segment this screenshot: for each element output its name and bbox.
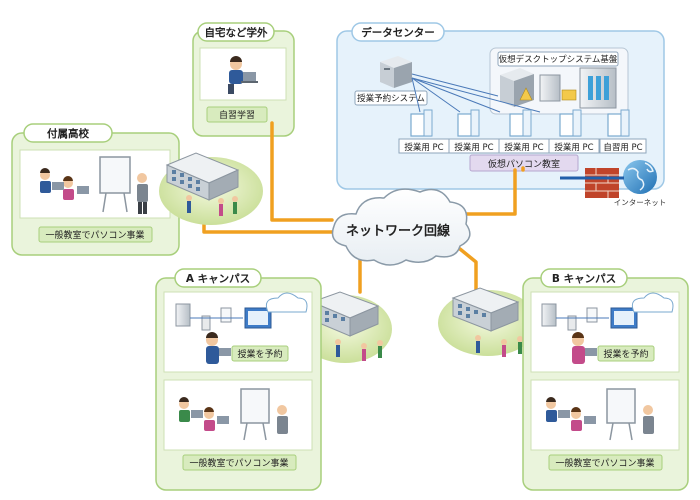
pc-row	[410, 109, 630, 137]
home-panel: 自宅など学外 自習学習	[192, 22, 295, 137]
campus-a-panel: A キャンパス 授業を予約	[155, 268, 322, 491]
globe-icon	[623, 160, 657, 194]
student-laptop-icon	[228, 56, 258, 94]
pc-icon	[559, 109, 582, 137]
classroom-scene-icon	[546, 388, 654, 441]
network-cloud: ネットワーク回線	[331, 188, 471, 266]
firewall-icon	[585, 168, 619, 198]
booking-system-label: 授業予約システム	[357, 93, 425, 104]
affiliated-label: 一般教室でパソコン事業	[45, 229, 144, 241]
storage-array-icon	[579, 67, 617, 109]
pc-label: 授業用 PC	[454, 142, 493, 153]
pc-label: 授業用 PC	[404, 142, 443, 153]
campus-a-classroom-label: 一般教室でパソコン事業	[189, 457, 288, 469]
affiliated-title: 付属高校	[47, 127, 89, 140]
pc-icon	[457, 109, 480, 137]
pc-icon	[509, 109, 532, 137]
home-title: 自宅など学外	[205, 26, 268, 39]
vdi-server-icon	[500, 68, 534, 107]
booking-arrows	[411, 73, 541, 113]
campus-b-panel: B キャンパス 授業を予約	[522, 268, 689, 491]
pc-label: 授業用 PC	[554, 142, 593, 153]
pc-labels: 授業用 PC 授業用 PC 授業用 PC 授業用 PC 自習用 PC	[398, 138, 647, 154]
booking-scene-icon	[175, 292, 308, 364]
datacenter-title: データセンター	[361, 26, 435, 39]
storage-icon	[539, 74, 577, 102]
classroom-scene-icon	[40, 156, 148, 214]
pc-icon	[410, 109, 433, 137]
campus-a-title: A キャンパス	[186, 273, 250, 285]
internet-label: インターネット	[614, 198, 667, 207]
affiliated-panel: 付属高校 一般教室でパソコン事業	[11, 123, 180, 256]
datacenter-panel: データセンター 授業予約システム 仮想デスクトップシステム基盤	[336, 22, 665, 190]
booking-scene-icon	[541, 292, 674, 364]
pc-label: 自習用 PC	[603, 142, 642, 153]
booking-server-icon	[380, 56, 412, 88]
campus-b-booking-label: 授業を予約	[603, 348, 648, 360]
campus-a-booking-label: 授業を予約	[237, 348, 282, 360]
pc-label: 授業用 PC	[504, 142, 543, 153]
classroom-scene-icon	[179, 388, 288, 441]
vdi-platform-label: 仮想デスクトップシステム基盤	[499, 54, 618, 65]
home-label: 自習学習	[219, 109, 255, 121]
campus-b-building	[438, 287, 538, 357]
network-label: ネットワーク回線	[346, 223, 451, 239]
affiliated-building	[159, 152, 263, 225]
campus-b-title: B キャンパス	[552, 273, 616, 285]
campus-b-classroom-label: 一般教室でパソコン事業	[555, 457, 654, 469]
pc-icon	[607, 109, 630, 137]
virtual-classroom-label: 仮想パソコン教室	[488, 158, 560, 170]
